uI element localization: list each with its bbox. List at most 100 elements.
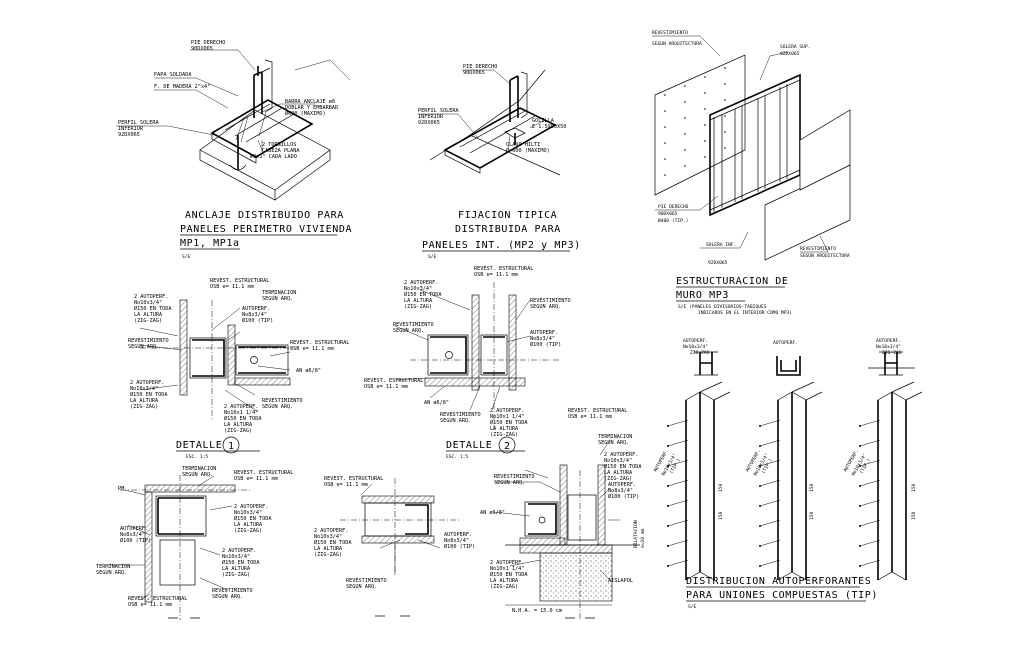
det5-autop-b-3: Ø100 (TIP)	[608, 493, 639, 500]
detail-1: REVEST. ESTRUCTURAL OSB e= 11.1 mm TERMI…	[128, 278, 349, 460]
d3-solera-sup-code: 92DX065	[780, 51, 800, 57]
d3-pie-derecho-sep: Ø400 (TIP.)	[658, 217, 688, 224]
det2-revest-c-1: REVESTIMIENTO	[440, 412, 481, 418]
screw-head	[759, 425, 761, 427]
d3-pie-derecho-label: PIE DERECHO	[658, 204, 689, 210]
det3-autop-c-3: Ø150 EN TODA	[222, 559, 260, 566]
panel-screw-dot	[704, 92, 706, 94]
d6-scale: S/E	[688, 604, 697, 610]
det2-autop-a-3: Ø150 EN TODA	[404, 291, 442, 298]
screw-line	[859, 499, 881, 507]
det2-autop-a-4: LA ALTURA	[404, 298, 433, 304]
d6-top-c-2: No10x3/4"	[876, 344, 901, 350]
det3-term-b-1: TERMINACION	[96, 564, 130, 570]
d1-perfil-solera-code: 92DX065	[118, 132, 140, 138]
screw-line	[759, 539, 781, 547]
det3-autop-b-3: Ø100 (TIP)	[120, 537, 151, 544]
det4-autop-a-1: 2 AUTOPERF.	[314, 528, 348, 534]
d3-title-1: ESTRUCTURACION DE	[676, 276, 789, 287]
d2-title-1: FIJACION TIPICA	[458, 210, 557, 221]
det3-term-1: TERMINACION	[182, 466, 216, 472]
det1-title: DETALLE	[176, 440, 222, 451]
det5-dilatacion-1: DILATACION	[633, 520, 639, 548]
screw-line	[859, 539, 881, 547]
det1-term-label: TERMINACION	[262, 290, 296, 296]
det1-autop-a-4: LA ALTURA	[134, 312, 163, 318]
det5-autop-c-3: Ø150 EN TODA	[490, 571, 528, 578]
det5-revest-1: REVESTIMIENTO	[494, 474, 535, 480]
det3-autop-a-1: 2 AUTOPERF.	[234, 504, 268, 510]
det1-revest-d-2: SEGUN ARQ.	[262, 404, 293, 410]
det1-autop-c-2: No10x3/4"	[130, 386, 158, 392]
det2-revest-c-2: SEGUN ARQ.	[440, 418, 471, 424]
det1-autop-b-1: AUTOPERF.	[242, 306, 270, 312]
det3-autop-a-5: (ZIG-ZAG)	[234, 528, 262, 534]
screw-head	[667, 445, 669, 447]
d3-solera-inf-label: SOLERA INF.	[706, 242, 736, 248]
det4-autop-a-4: LA ALTURA	[314, 546, 343, 552]
det1-autop-a-2: No10x3/4"	[134, 300, 162, 306]
det5-autop-a-3: Ø150 EN TODA	[604, 463, 642, 470]
panel-screw-dot	[664, 110, 666, 112]
det4-autop-a-5: (ZIG-ZAG)	[314, 552, 342, 558]
screw-line	[859, 519, 881, 527]
d3-revest-label: REVESTIMIENTO	[652, 30, 688, 36]
det5-autop-a-1: 2 AUTOPERF.	[604, 452, 638, 458]
detail-4-union: REVEST. ESTRUCTURAL OSB e= 11.1 mm 2 AUT…	[314, 476, 475, 617]
panel-screw-dot	[724, 131, 726, 133]
det5-revest-e-2: OSB e= 11.1 mm	[568, 414, 612, 420]
det3-term-2: SEGUN ARQ.	[182, 472, 213, 478]
screw-line	[759, 419, 781, 427]
det3-revest-c-1: REVEST. ESTRUCTURAL	[128, 596, 187, 602]
panel-screw-dot	[664, 142, 666, 144]
screw-head	[667, 505, 669, 507]
screw-line	[859, 419, 881, 427]
d2-perfil-solera-code: 92DX065	[418, 120, 440, 126]
diagram-estructuracion-muro: REVESTIMIENTO SEGUN ARQUITECTURA SOLERA …	[652, 30, 851, 316]
det5-aislapol: AISLAPOL	[608, 578, 633, 584]
det2-revest-b-2: OSB e= 11.1 mm	[364, 384, 408, 390]
d1-barra-label-2: DOBLAR Y EMBARBAR	[285, 105, 339, 111]
panel-screw-dot	[704, 108, 706, 110]
det3-autop-a-4: LA ALTURA	[234, 522, 263, 528]
det2-number: 2	[504, 441, 511, 452]
det1-revest-d-1: REVESTIMIENTO	[262, 398, 303, 404]
det5-revest-e-1: REVEST. ESTRUCTURAL	[568, 408, 627, 414]
d1-barra-label: BARRA ANCLAJE ø8	[285, 99, 335, 105]
d2-perfil-solera-label: PERFIL SOLERA	[418, 108, 459, 114]
det4-revest-b-2: SEGUN ARQ.	[346, 584, 377, 590]
det5-autop-a-5: (ZIG-ZAG)	[604, 476, 632, 482]
det2-autop-c-5: (ZIG-ZAG)	[490, 432, 518, 438]
panel-screw-dot	[724, 115, 726, 117]
screw-head	[667, 565, 669, 567]
panel-screw-dot	[724, 147, 726, 149]
panel-screw-dot	[724, 67, 726, 69]
screw-head	[759, 505, 761, 507]
d2-pie-derecho-label: PIE DERECHO	[463, 64, 497, 70]
d2-pie-derecho-code: 90DX065	[463, 70, 485, 76]
det3-revest-c-2: OSB e= 11.1 mm	[128, 602, 172, 608]
det1-revest-izq-2: SEGUN ARQ.	[128, 344, 159, 350]
panel-screw-dot	[704, 140, 706, 142]
screw-head	[667, 485, 669, 487]
det2-scale: ESC. 1:5	[446, 454, 468, 460]
det3-pm: PM	[118, 486, 124, 492]
d2-clavo-label: CLAVO HILTI	[506, 142, 540, 148]
det4-revest-1: REVEST. ESTRUCTURAL	[324, 476, 383, 482]
screw-line	[667, 439, 689, 447]
d1-madera-label: F. DE MADERA 2"x4"	[154, 84, 210, 90]
detail-3-esquina: TERMINACION SEGUN ARQ. REVEST. ESTRUCTUR…	[96, 466, 293, 620]
screw-head	[859, 525, 861, 527]
det2-revest-l-2: SEGUN ARQ.	[393, 328, 424, 334]
d1-barra-label-3: Ø600 (MAXIMO)	[285, 110, 326, 117]
d3-title-2: MURO MP3	[676, 290, 729, 301]
d1-title-1: ANCLAJE DISTRIBUIDO PARA	[185, 210, 344, 221]
panel-screw-dot	[664, 94, 666, 96]
screw-head	[859, 425, 861, 427]
det3-revest-2: OSB e= 11.1 mm	[234, 476, 278, 482]
panel-screw-dot	[664, 126, 666, 128]
det2-autop-b-1: AUTOPERF.	[530, 330, 558, 336]
panel-screw-dot	[684, 133, 686, 135]
det2-autop-c-3: Ø150 EN TODA	[490, 419, 528, 426]
det3-autop-c-5: (ZIG-ZAG)	[222, 572, 250, 578]
